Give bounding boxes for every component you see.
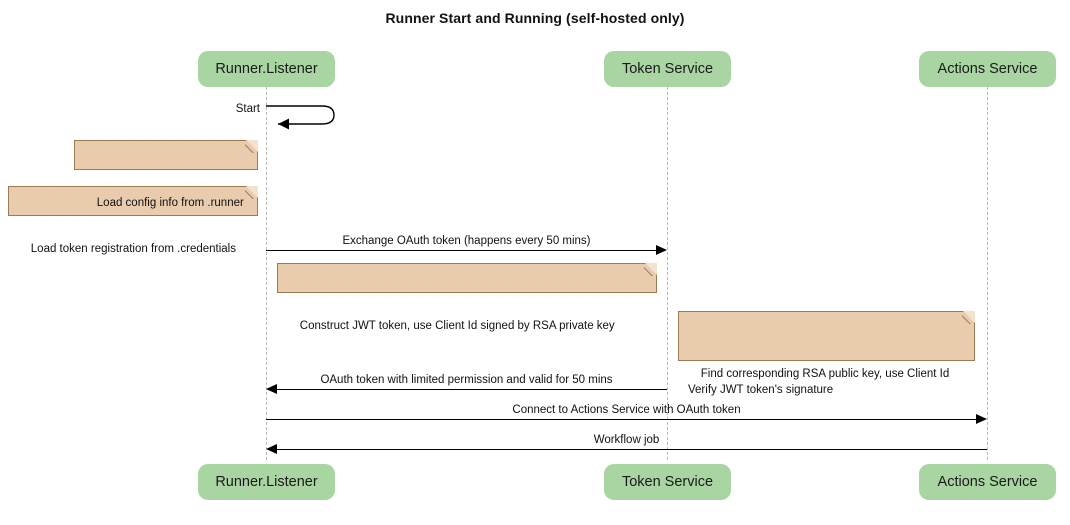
participant-runner-bottom[interactable]: Runner.Listener <box>198 464 335 500</box>
message-line-oauth-token-returned <box>277 389 667 390</box>
message-label-exchange-oauth-token: Exchange OAuth token (happens every 50 m… <box>342 235 591 247</box>
message-arrowhead-workflow-job <box>266 443 277 454</box>
note-text: Load token registration from .credential… <box>30 243 236 255</box>
note-load-token-registration: Load token registration from .credential… <box>8 186 258 255</box>
message-arrowhead-exchange-oauth-token <box>656 244 667 255</box>
message-arrowhead-oauth-token-returned <box>266 383 277 394</box>
participant-token-top[interactable]: Token Service <box>604 51 731 87</box>
participant-token-bottom[interactable]: Token Service <box>604 464 731 500</box>
message-arrowhead-connect-actions-service <box>976 413 987 424</box>
note-fold-edge-icon <box>644 263 657 276</box>
participant-label: Token Service <box>621 61 714 77</box>
lifeline-actions <box>987 87 988 460</box>
participant-runner-top[interactable]: Runner.Listener <box>198 51 335 87</box>
note-load-config: Load config info from .runner <box>74 140 258 209</box>
lifeline-runner <box>266 87 267 460</box>
message-line-workflow-job <box>277 449 987 450</box>
note-verify-jwt: Find corresponding RSA public key, use C… <box>678 311 975 396</box>
participant-actions-bottom[interactable]: Actions Service <box>919 464 1056 500</box>
note-text: Find corresponding RSA public key, use C… <box>688 368 950 396</box>
message-label-start: Start <box>235 103 260 115</box>
participant-actions-top[interactable]: Actions Service <box>919 51 1056 87</box>
note-text: Load config info from .runner <box>96 197 244 209</box>
participant-label: Token Service <box>621 474 714 490</box>
participant-label: Actions Service <box>937 474 1038 490</box>
message-label-oauth-token-returned: OAuth token with limited permission and … <box>320 374 613 386</box>
note-text: Construct JWT token, use Client Id signe… <box>299 320 615 332</box>
lifeline-token <box>667 87 668 460</box>
note-fold-edge-icon <box>245 186 258 199</box>
participant-label: Runner.Listener <box>215 61 318 77</box>
diagram-title: Runner Start and Running (self-hosted on… <box>385 10 685 26</box>
message-label-workflow-job: Workflow job <box>593 434 660 446</box>
message-self-loop-start <box>266 105 335 130</box>
participant-label: Actions Service <box>937 61 1038 77</box>
message-line-exchange-oauth-token <box>266 250 656 251</box>
note-fold-edge-icon <box>962 311 975 324</box>
message-line-connect-actions-service <box>266 419 976 420</box>
note-fold-edge-icon <box>245 140 258 153</box>
note-construct-jwt: Construct JWT token, use Client Id signe… <box>277 263 657 332</box>
participant-label: Runner.Listener <box>215 474 318 490</box>
message-label-connect-actions-service: Connect to Actions Service with OAuth to… <box>512 404 741 416</box>
